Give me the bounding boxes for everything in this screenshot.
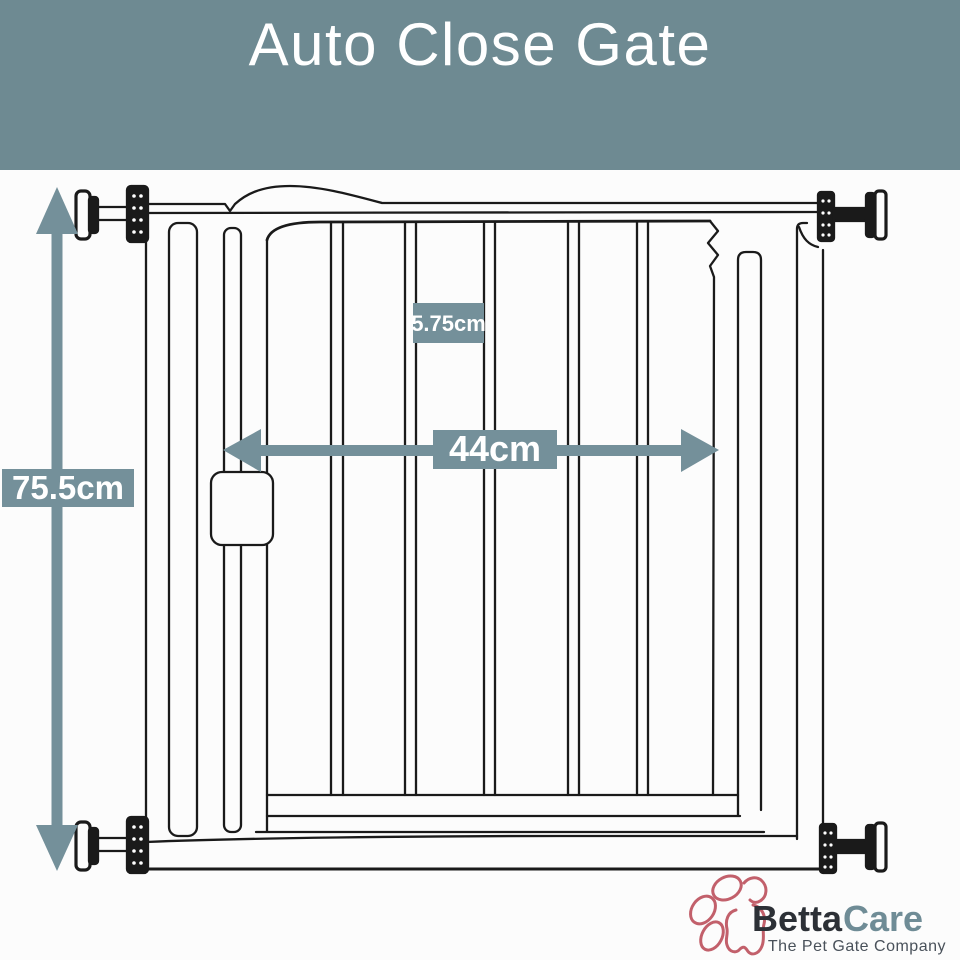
width-label: 44cm [433, 428, 557, 469]
height-label: 75.5cm [2, 469, 134, 507]
spindle-rod [834, 838, 869, 855]
height-dimension-arrow [36, 187, 78, 871]
frame-bottom-rail-top [144, 834, 799, 844]
spindle-rod [94, 205, 130, 222]
thread-block [818, 822, 838, 875]
bar-gap-label: 5.75cm [411, 303, 486, 343]
door-right-stile [706, 219, 720, 797]
wall-plate [873, 189, 888, 241]
frame-top-rail-inner [146, 210, 820, 215]
thread-dots [821, 199, 831, 237]
brand-name-part2: Care [843, 898, 923, 939]
latch-bar [736, 250, 763, 817]
arrow-left-icon [223, 429, 261, 472]
gate-drawing [74, 184, 888, 875]
gate-handle [209, 470, 275, 547]
right-frame-post-hook [797, 225, 820, 249]
height-label-box [2, 469, 134, 507]
width-label-box [433, 430, 557, 469]
paw-toe [699, 920, 725, 952]
arrow-up-icon [36, 187, 78, 234]
plate-hub [87, 195, 100, 235]
bar-gap-label-text: 5.75cm [411, 311, 486, 336]
page-title: Auto Close Gate [248, 11, 712, 78]
width-label-text: 44cm [449, 428, 541, 469]
right-frame-post [795, 221, 809, 841]
thread-block [125, 815, 150, 875]
paw-pad [724, 903, 766, 956]
title-banner: Auto Close Gate [0, 0, 960, 170]
fitting-top-right [816, 189, 888, 243]
fitting-bottom-left [74, 815, 150, 875]
door-bars [329, 220, 650, 797]
plate-hub [87, 826, 100, 866]
brand-name-part1: Betta [752, 898, 843, 939]
door-bottom-rail [254, 793, 766, 834]
paw-toe [711, 874, 743, 902]
wall-plate [873, 821, 888, 873]
spindle-rod [94, 836, 130, 853]
fitting-top-left [74, 184, 150, 244]
fitting-bottom-right [818, 821, 888, 875]
frame-top-rail [146, 184, 820, 213]
brand-tagline: The Pet Gate Company [768, 938, 946, 955]
left-frame-post [167, 221, 199, 838]
arrow-shaft [51, 230, 63, 830]
diagram-area: 75.5cm 44cm 5.75cm Betta [0, 170, 960, 960]
spindle-rod [832, 206, 869, 223]
paw-toe [742, 876, 768, 904]
height-label-text: 75.5cm [12, 469, 124, 506]
gate-diagram-svg: 75.5cm 44cm 5.75cm Betta [2, 184, 946, 956]
door-top-edge [265, 219, 712, 242]
paw-icon [689, 874, 768, 956]
thread-dots [132, 194, 143, 234]
thread-block [816, 190, 836, 243]
paw-toe [689, 894, 717, 926]
arrow-down-icon [36, 825, 78, 871]
thread-dots [823, 831, 833, 869]
arrow-right-icon [681, 429, 719, 472]
thread-dots [132, 825, 143, 865]
bar-gap-label-box [413, 303, 484, 343]
brand-logo: Betta Care The Pet Gate Company [689, 874, 946, 956]
thread-block [125, 184, 150, 244]
